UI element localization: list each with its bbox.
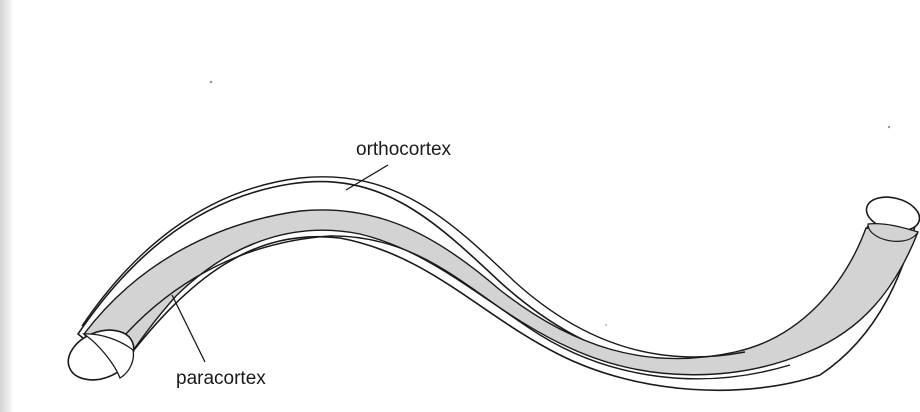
scan-speck — [888, 126, 890, 128]
scan-speck — [605, 324, 607, 326]
orthocortex-label: orthocortex — [356, 139, 452, 160]
paracortex-label: paracortex — [176, 368, 266, 389]
paracortex-leader-line — [172, 295, 205, 362]
scan-speck — [210, 81, 213, 84]
